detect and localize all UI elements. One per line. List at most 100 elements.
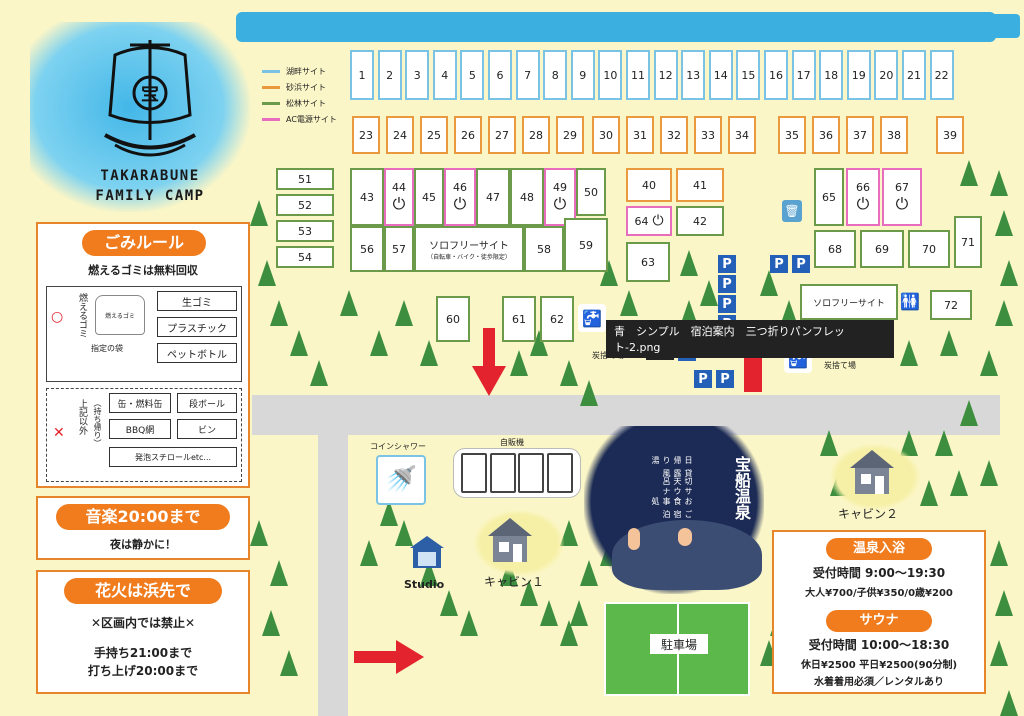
site-2[interactable]: 2 — [377, 50, 402, 100]
site-29[interactable]: 29 — [556, 116, 584, 154]
cabin1-label: キャビン１ — [484, 575, 545, 589]
power-plug-icon: ⏻ — [553, 193, 567, 213]
site-48[interactable]: 48 — [510, 168, 544, 226]
onsen-service: 日帰り湯 — [651, 456, 693, 464]
tree-icon — [940, 330, 958, 356]
site-59[interactable]: 59 — [564, 218, 608, 272]
ng-item: BBQ網 — [109, 419, 171, 439]
parking-sign-icon: P — [718, 295, 736, 313]
site-14[interactable]: 14 — [708, 50, 733, 100]
site-1[interactable]: 1 — [350, 50, 374, 100]
site-20[interactable]: 20 — [874, 50, 899, 100]
power-plug-icon: ⏻ — [895, 193, 909, 213]
site-26[interactable]: 26 — [454, 116, 482, 154]
site-number: 64 — [634, 214, 649, 228]
tree-icon — [780, 300, 798, 326]
site-19[interactable]: 19 — [846, 50, 871, 100]
site-9[interactable]: 9 — [570, 50, 595, 100]
site-43[interactable]: 43 — [350, 168, 384, 226]
site-68[interactable]: 68 — [814, 230, 856, 268]
water-tap-icon: 🚰 — [578, 304, 606, 332]
garbage-rules-title: ごみルール — [82, 230, 206, 256]
site-51[interactable]: 51 — [276, 168, 334, 190]
solofree-site-1[interactable]: ソロフリーサイト （自転車・バイク・徒歩限定） — [414, 226, 524, 272]
site-30[interactable]: 30 — [592, 116, 620, 154]
site-21[interactable]: 21 — [902, 50, 926, 100]
site-60[interactable]: 60 — [436, 296, 470, 342]
site-22[interactable]: 22 — [929, 50, 954, 100]
site-65[interactable]: 65 — [814, 168, 844, 226]
site-10[interactable]: 10 — [598, 50, 623, 100]
site-42[interactable]: 42 — [676, 206, 724, 236]
site-25[interactable]: 25 — [420, 116, 448, 154]
site-36[interactable]: 36 — [812, 116, 840, 154]
site-63[interactable]: 63 — [626, 242, 670, 282]
site-11[interactable]: 11 — [626, 50, 650, 100]
site-31[interactable]: 31 — [626, 116, 654, 154]
parking-sign-icon: P — [718, 255, 736, 273]
tree-icon — [1000, 260, 1018, 286]
site-58[interactable]: 58 — [524, 226, 564, 272]
site-4[interactable]: 4 — [432, 50, 457, 100]
site-57[interactable]: 57 — [384, 226, 414, 272]
ng-item: 缶・燃料缶 — [109, 393, 171, 413]
site-70[interactable]: 70 — [908, 230, 950, 268]
site-67[interactable]: 67⏻ — [882, 168, 922, 226]
ng-item: 段ボール — [177, 393, 237, 413]
site-50[interactable]: 50 — [576, 168, 606, 216]
site-45[interactable]: 45 — [414, 168, 444, 226]
site-28[interactable]: 28 — [522, 116, 550, 154]
site-34[interactable]: 34 — [728, 116, 756, 154]
site-16[interactable]: 16 — [764, 50, 788, 100]
site-24[interactable]: 24 — [386, 116, 414, 154]
site-7[interactable]: 7 — [515, 50, 540, 100]
site-52[interactable]: 52 — [276, 194, 334, 216]
tree-icon — [620, 290, 638, 316]
site-35[interactable]: 35 — [778, 116, 806, 154]
site-40[interactable]: 40 — [626, 168, 672, 202]
site-64[interactable]: 64⏻ — [626, 206, 672, 236]
site-41[interactable]: 41 — [676, 168, 724, 202]
site-23[interactable]: 23 — [352, 116, 380, 154]
site-53[interactable]: 53 — [276, 220, 334, 242]
site-69[interactable]: 69 — [860, 230, 904, 268]
site-15[interactable]: 15 — [736, 50, 761, 100]
site-62[interactable]: 62 — [540, 296, 574, 342]
solofree-site-2[interactable]: ソロフリーサイト — [800, 284, 898, 320]
parking-lot-label: 駐車場 — [650, 634, 708, 654]
tree-icon — [250, 200, 268, 226]
bather-icon — [678, 528, 692, 546]
site-39[interactable]: 39 — [936, 116, 964, 154]
site-27[interactable]: 27 — [488, 116, 516, 154]
tree-icon — [995, 210, 1013, 236]
other-label: 上記以外 — [77, 399, 87, 435]
site-49[interactable]: 49⏻ — [544, 168, 576, 226]
site-18[interactable]: 18 — [819, 50, 844, 100]
fireworks-rule-panel: 花火は浜先で ✕区画内では禁止✕ 手持ち21:00まで 打ち上げ20:00まで — [36, 570, 250, 694]
site-54[interactable]: 54 — [276, 246, 334, 268]
site-37[interactable]: 37 — [846, 116, 874, 154]
site-46[interactable]: 46⏻ — [444, 168, 476, 226]
site-38[interactable]: 38 — [880, 116, 908, 154]
tree-icon — [460, 610, 478, 636]
site-17[interactable]: 17 — [791, 50, 816, 100]
site-47[interactable]: 47 — [476, 168, 510, 226]
parking-sign-icon: P — [694, 370, 712, 388]
site-72[interactable]: 72 — [930, 290, 972, 320]
garbage-rules-subtitle: 燃えるゴミは無料回収 — [88, 264, 198, 277]
site-44[interactable]: 44⏻ — [384, 168, 414, 226]
site-71[interactable]: 71 — [954, 216, 982, 268]
site-12[interactable]: 12 — [653, 50, 678, 100]
site-32[interactable]: 32 — [660, 116, 688, 154]
cabin-icon — [848, 448, 896, 496]
site-5[interactable]: 5 — [460, 50, 485, 100]
site-6[interactable]: 6 — [488, 50, 512, 100]
site-8[interactable]: 8 — [543, 50, 568, 100]
site-61[interactable]: 61 — [502, 296, 536, 342]
cabin2-label: キャビン２ — [838, 507, 899, 521]
site-3[interactable]: 3 — [405, 50, 430, 100]
site-13[interactable]: 13 — [681, 50, 706, 100]
site-66[interactable]: 66⏻ — [846, 168, 880, 226]
site-56[interactable]: 56 — [350, 226, 384, 272]
site-33[interactable]: 33 — [694, 116, 722, 154]
